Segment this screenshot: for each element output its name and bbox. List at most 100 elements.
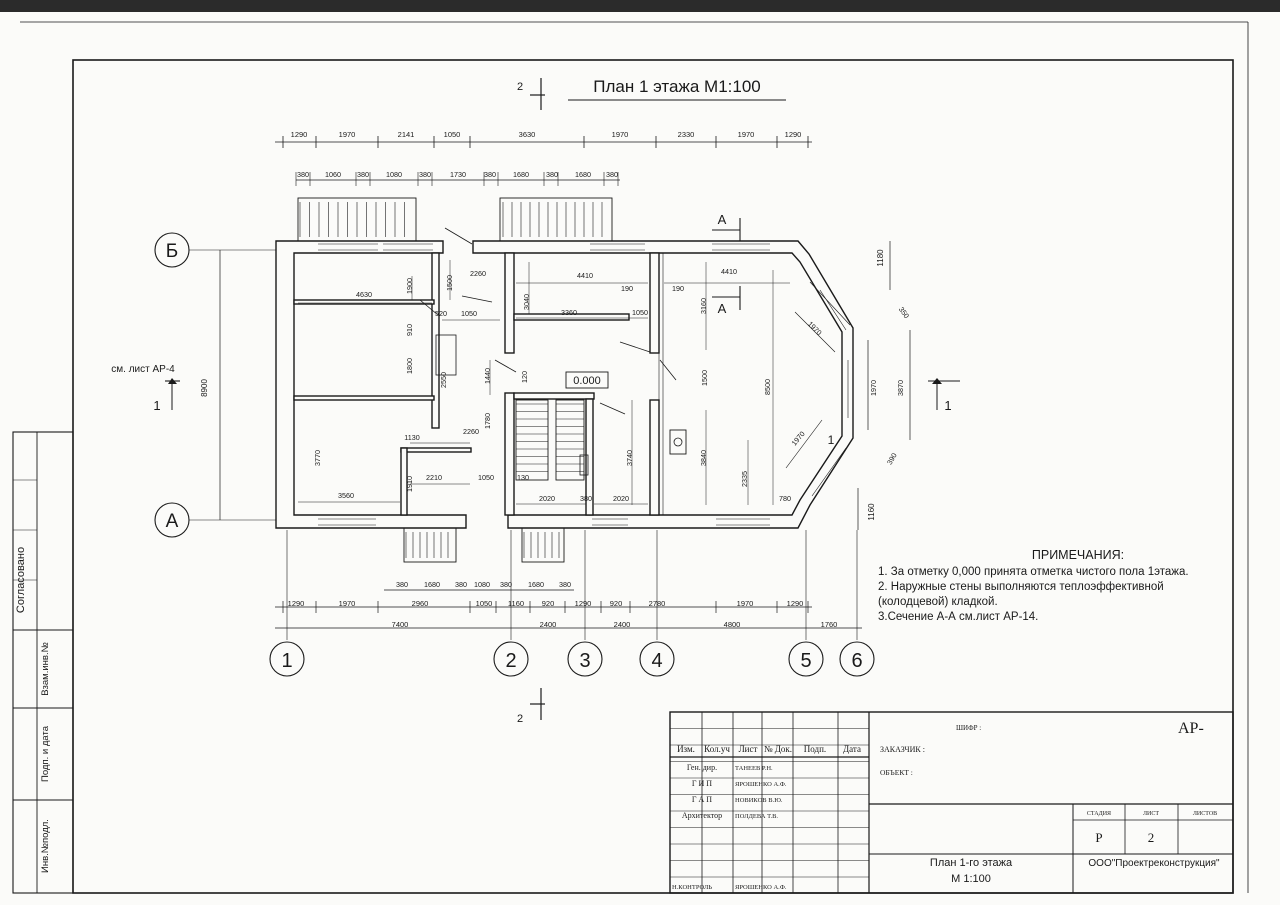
interior-dim: 3740 [625,450,634,466]
bottom-main-dim: 1970 [737,599,754,608]
interior-dim: 1050 [632,308,648,317]
door-swing [419,299,439,316]
interior-dim: 3160 [699,298,708,314]
tb-col-3: № Док. [764,744,792,754]
side-stamp-orig-inv: Инв.№подл. [40,819,51,873]
interior-dim: 1800 [405,358,414,374]
top-detail-dim: 1730 [450,170,466,179]
bay-dim: 1970 [869,380,878,396]
tb-cipher-label: ШИФР : [956,724,981,732]
equipment-circle [673,437,683,447]
interior-dim: 8500 [763,379,772,395]
top-detail-dim: 380 [546,170,558,179]
note-1: 1. За отметку 0,000 принята отметка чист… [878,566,1189,578]
bay-dim: 1970 [806,319,824,337]
interior-wall [435,334,457,376]
axis-label-1: 1 [281,650,292,672]
interior-dim: 3560 [338,491,354,500]
axis-bubble-1 [269,641,305,677]
interior-dim: 190 [672,284,684,293]
interior-wall [585,398,594,516]
equipment-symbol [669,429,687,455]
see-sheet-label: см. лист АР-4 [111,364,175,375]
tb-sheet-label: ЛИСТ [1143,811,1159,817]
interior-dim: 910 [405,324,414,336]
section-2-bottom-label: 2 [517,713,523,725]
axis-bubble-5 [788,641,824,677]
bottom-detail-dim: 380 [500,580,512,589]
interior-wall [293,299,435,305]
top-main-dim: 2141 [398,130,415,139]
bottom-main-dim: 1290 [288,599,305,608]
bottom-main-dim: 1160 [508,599,524,608]
tb-col-5: Дата [843,744,861,754]
porch-stair-bottom-left [403,527,457,563]
tb-name-0: ТАНЕЕВ Р.Н. [735,765,773,772]
interior-dim: 120 [520,371,529,383]
top-main-dim: 3630 [519,130,536,139]
top-main-dim: 1290 [785,130,802,139]
top-detail-dim: 1680 [575,170,591,179]
section-1-right-arrow [932,378,942,384]
note-2: 2. Наружные стены выполняются теплоэффек… [878,581,1164,593]
axis-dim: 7400 [392,620,409,629]
bay-window [819,289,847,331]
tb-role-3: Архитектор [682,811,722,820]
tb-col-1: Кол.уч [704,744,730,754]
section-1-left-label: 1 [153,398,160,413]
interior-wall [504,392,515,516]
interior-wall [293,395,435,401]
bottom-main-dim: 920 [542,599,555,608]
interior-dim: 190 [621,284,633,293]
tb-company: ООО"Проектреконструкция" [1088,858,1220,869]
bottom-main-dim: 1970 [339,599,356,608]
bay-mark: 1 [828,433,835,447]
outer-wall-left [275,240,467,529]
interior-stair [555,399,585,481]
axis-dim: 2400 [540,620,557,629]
tb-object-label: ОБЪЕКТ : [880,768,913,777]
bottom-detail-dim: 380 [559,580,571,589]
note-4: 3.Сечение А-А см.лист АР-14. [878,611,1039,623]
interior-dim: 3360 [561,308,577,317]
bottom-detail-dim: 1080 [474,580,490,589]
tb-role-2: Г А П [692,795,712,804]
elevation-box [565,371,609,389]
interior-dim: 2020 [539,494,555,503]
door-swing [619,341,651,353]
interior-dim: 3840 [699,450,708,466]
bottom-detail-dim: 380 [455,580,467,589]
bay-dim: 390 [885,451,899,466]
axis-bubble-6 [839,641,875,677]
interior-wall [504,252,515,354]
axis-bubble-3 [567,641,603,677]
right-top-dim: 1180 [876,249,885,267]
bay-dim: 350 [897,305,911,320]
interior-dim: 2550 [439,372,448,388]
interior-dim: 2210 [426,473,442,482]
tb-role-0: Ген. дир. [687,763,717,772]
interior-dim: 520 [435,309,447,318]
tb-col-4: Подп. [804,744,826,754]
tb-role-1: Г И П [692,779,712,788]
interior-dim: 1130 [404,433,419,442]
axis-label-6: 6 [851,650,862,672]
interior-dim: 2260 [470,269,486,278]
interior-stair [515,399,549,481]
interior-wall [400,447,408,516]
bottom-main-dim: 920 [610,599,623,608]
plan-title: План 1 этажа М1:100 [593,77,761,96]
door-swing [494,359,517,373]
interior-wall [658,252,664,516]
door-swing [444,227,473,245]
axis-label-2: 2 [505,650,516,672]
bottom-main-dim: 1290 [787,599,804,608]
interior-dim: 1500 [700,370,709,386]
interior-dim: 3040 [522,294,531,310]
bay-dim: 1970 [789,429,806,447]
section-a-top-label: A [718,212,727,227]
interior-dim: 1780 [483,413,492,429]
tb-cipher: АР- [1178,720,1204,737]
tb-sheet: 2 [1148,830,1155,845]
